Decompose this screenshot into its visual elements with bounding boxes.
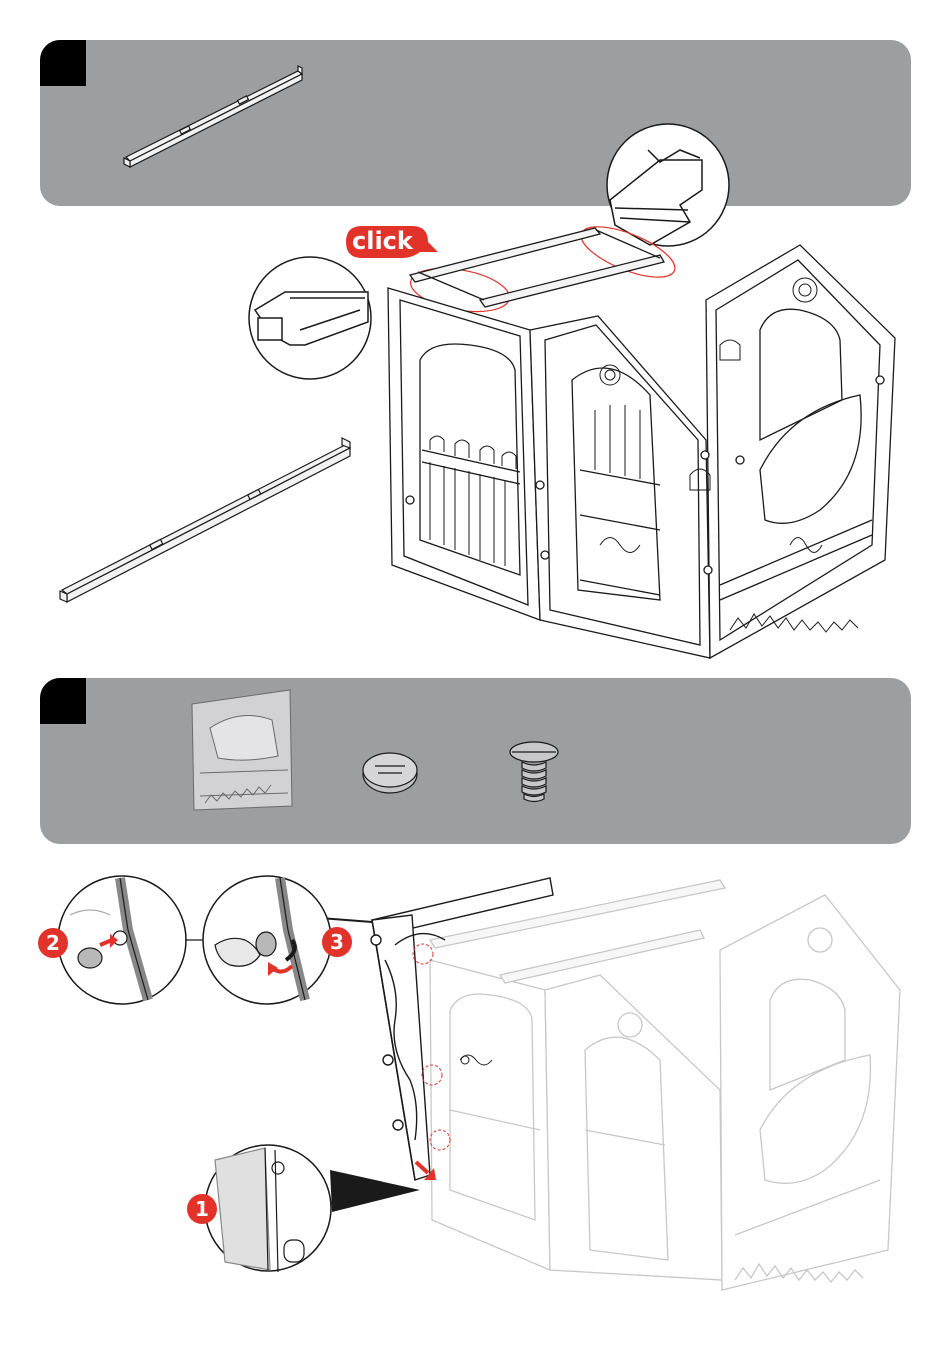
step-badge-2: 2 bbox=[38, 928, 68, 958]
step-badge-1: 1 bbox=[187, 1194, 217, 1224]
detail-magnifier-icon bbox=[58, 876, 186, 1004]
highlight-circle bbox=[413, 944, 433, 964]
step-badge-3: 3 bbox=[322, 927, 352, 957]
detail-magnifier-icon bbox=[205, 1145, 420, 1272]
playhouse-frame-icon bbox=[430, 880, 900, 1290]
